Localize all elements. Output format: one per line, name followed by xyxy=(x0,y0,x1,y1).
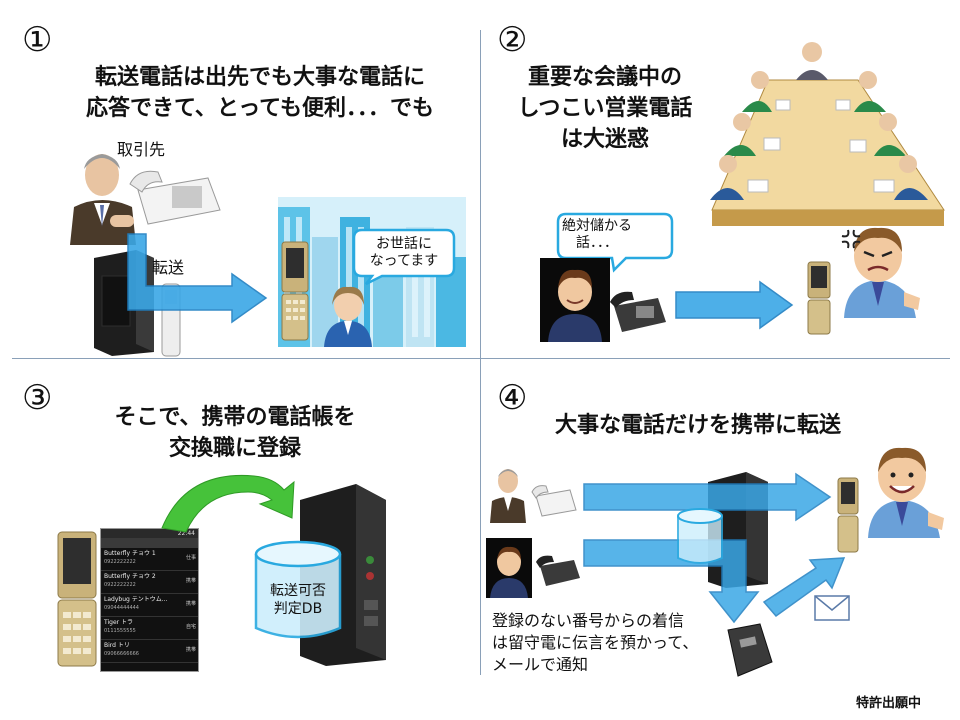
contact-number: 09066666666 xyxy=(104,651,139,657)
businessman-icon-4 xyxy=(490,469,526,523)
partner-label: 取引先 xyxy=(117,140,166,159)
patent-pending-label: 特許出願中 xyxy=(856,696,922,711)
speech-bubble-1 xyxy=(352,228,456,286)
contact-number: 0922222222 xyxy=(104,559,136,565)
angry-man-icon xyxy=(844,227,920,318)
contact-row[interactable]: Bird トリ 09066666666 携帯 xyxy=(101,640,198,663)
contact-name: Butterfly チョウ 1 xyxy=(104,550,156,557)
meeting-attendees xyxy=(710,42,928,200)
contact-row[interactable]: Tiger トラ 0111555555 自宅 xyxy=(101,617,198,640)
contact-name: Butterfly チョウ 2 xyxy=(104,573,156,580)
contact-tag: 携帯 xyxy=(185,601,196,607)
call-arrow xyxy=(675,280,794,330)
contact-row[interactable]: Butterfly チョウ 1 0922222222 仕事 xyxy=(101,548,198,571)
screen-tabs xyxy=(101,538,198,548)
mail-envelope-icon xyxy=(814,595,850,621)
contact-tag: 仕事 xyxy=(185,555,196,561)
forward-arrow xyxy=(127,233,268,324)
contact-row[interactable]: Butterfly チョウ 2 0922222222 携帯 xyxy=(101,571,198,594)
desk-phone-icon xyxy=(129,170,221,225)
panel-4-number: ④ xyxy=(497,378,528,418)
contact-tag: 携帯 xyxy=(185,647,196,653)
contact-number: 0111555555 xyxy=(104,628,136,634)
register-arrow xyxy=(161,474,295,533)
flip-phone-icon-4 xyxy=(837,477,859,553)
desk-phone-icon-4 xyxy=(531,485,577,517)
contact-name: Ladybug テントウム... xyxy=(104,596,168,603)
panel-3-headline: そこで、携帯の電話帳を 交換職に登録 xyxy=(114,405,356,461)
salesman-icon xyxy=(540,258,610,342)
contact-name: Tiger トラ xyxy=(104,619,134,626)
contact-row[interactable]: Ladybug テントウム... 09044444444 携帯 xyxy=(101,594,198,617)
panel-2-number: ② xyxy=(497,20,528,60)
flip-phone-icon-3 xyxy=(57,531,97,667)
speech-bubble-2 xyxy=(556,212,674,273)
contact-tag: 携帯 xyxy=(185,578,196,584)
anger-mark-icon xyxy=(841,229,861,249)
contact-tag: 自宅 xyxy=(185,624,196,630)
panel-1-headline: 転送電話は出先でも大事な電話に 応答できて、とっても便利．．．でも xyxy=(85,65,435,121)
notify-arrow xyxy=(762,557,846,618)
contact-name: Bird トリ xyxy=(104,642,130,649)
meeting-table-icon xyxy=(710,42,945,226)
voicemail-device-icon xyxy=(727,623,773,677)
database-icon xyxy=(254,540,342,639)
bubble-text-2: 絶対儲かる 話．．． xyxy=(562,218,632,251)
db-label: 転送可否 判定DB xyxy=(270,583,326,617)
forward-label: 転送 xyxy=(152,258,185,277)
panel-4-headline: 大事な電話だけを携帯に転送 xyxy=(554,413,841,438)
woman-avatar-icon xyxy=(324,286,372,347)
forward-arrow-4 xyxy=(583,472,832,522)
office-phone-icon xyxy=(610,291,666,332)
database-icon-4 xyxy=(677,508,723,564)
businessman-icon xyxy=(70,154,136,245)
contact-number: 0922222222 xyxy=(104,582,136,588)
office-phone-icon-4 xyxy=(536,555,580,586)
salesman-icon-4 xyxy=(486,538,532,598)
panel-4-caption: 登録のない番号からの着信 は留守電に伝言を預かって、 メールで通知 xyxy=(492,611,699,674)
status-bar: 22:44 xyxy=(101,529,198,538)
happy-man-icon xyxy=(868,447,944,538)
bubble-text-1: お世話に なってます xyxy=(369,236,439,269)
contact-number: 09044444444 xyxy=(104,605,139,611)
panel-2-headline: 重要な会議中の しつこい営業電話 は大迷惑 xyxy=(517,65,693,152)
vertical-divider xyxy=(480,30,481,675)
panel-1-number: ① xyxy=(22,20,53,60)
flip-phone-icon-2 xyxy=(807,261,831,335)
horizontal-divider xyxy=(12,358,950,359)
panel-3-number: ③ xyxy=(22,378,53,418)
flip-phone-icon xyxy=(281,241,309,341)
